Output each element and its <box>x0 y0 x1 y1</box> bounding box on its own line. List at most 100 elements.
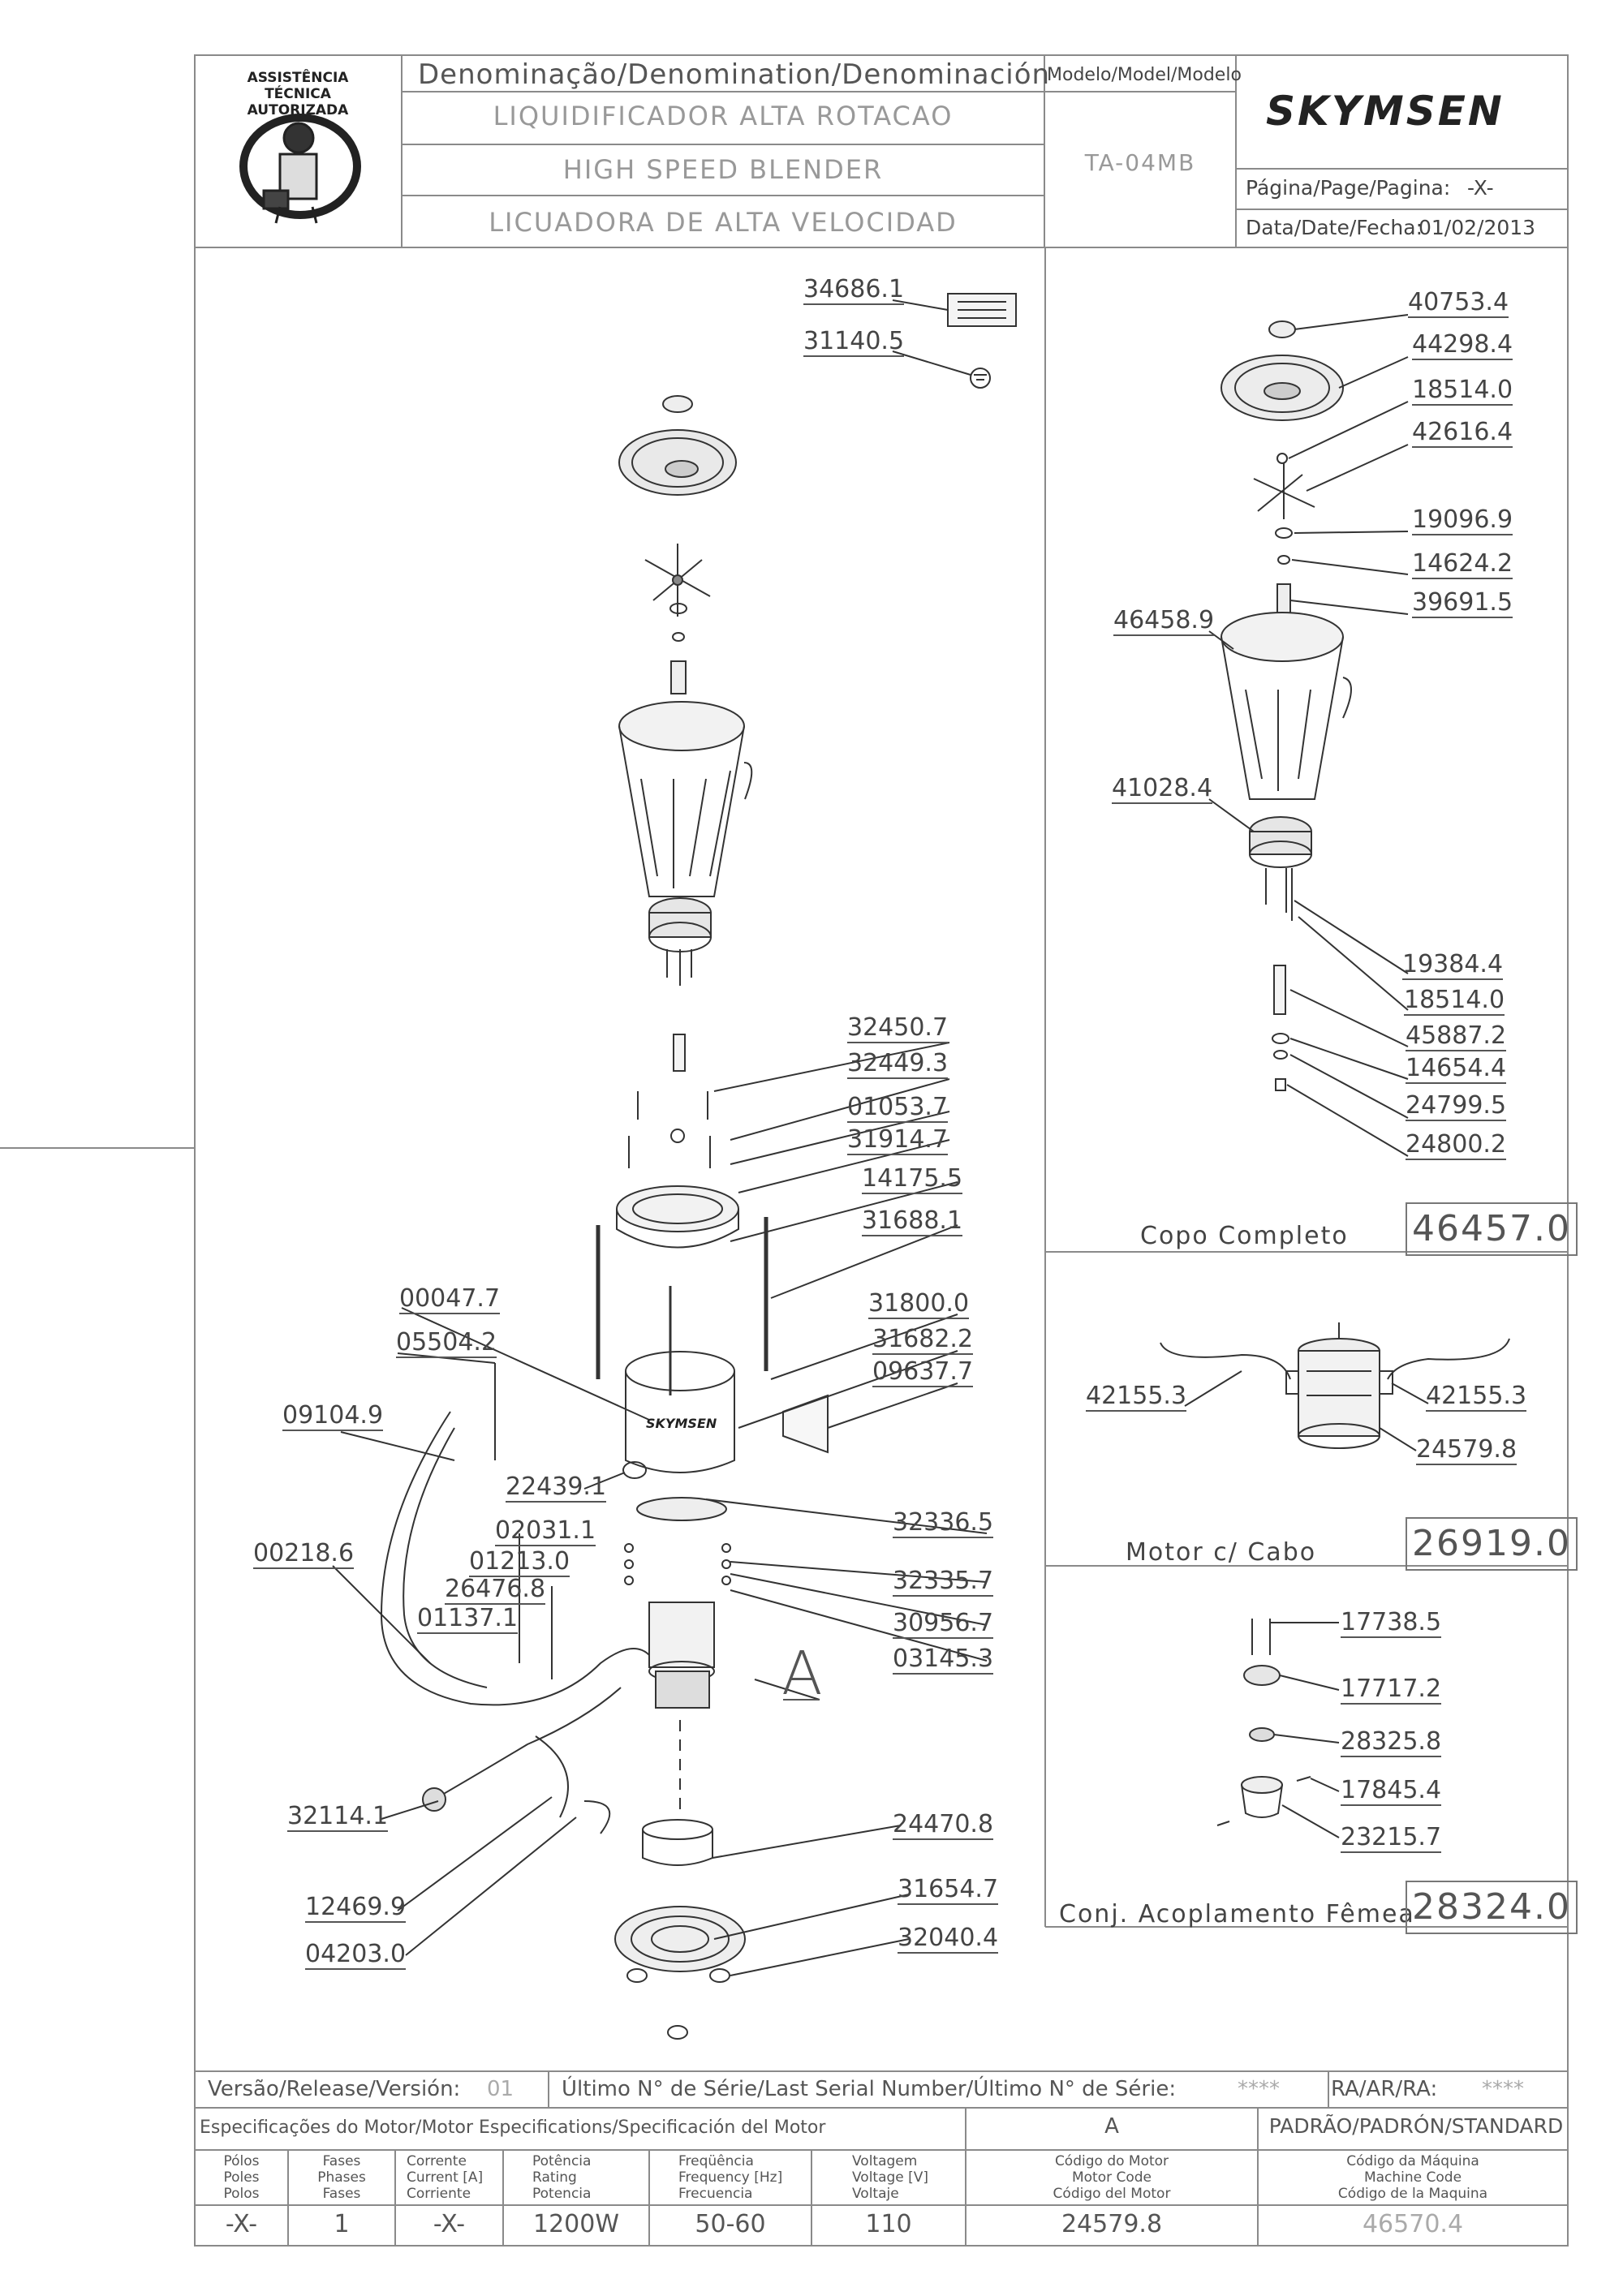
assembly-code: 28324.0 <box>1406 1881 1578 1934</box>
motor-code-value: 24579.8 <box>1061 2210 1163 2238</box>
header-line: Machine Code <box>1363 2169 1462 2186</box>
header-line: Polos <box>223 2186 260 2202</box>
header-line: Fases <box>322 2153 361 2169</box>
part-label: 09104.9 <box>282 1401 384 1431</box>
model-label: Modelo/Model/Modelo <box>1047 65 1242 85</box>
part-label: 02031.1 <box>495 1516 596 1546</box>
part-label: 32336.5 <box>893 1508 994 1538</box>
header-line: Voltage [V] <box>852 2169 929 2186</box>
part-label: 31800.0 <box>868 1289 970 1319</box>
header-line: Potência <box>532 2153 592 2169</box>
machine-code-value: 46570.4 <box>1362 2210 1464 2238</box>
col-current-header: Corrente Current [A] Corriente <box>395 2153 514 2202</box>
current-value: -X- <box>433 2210 466 2238</box>
header-line: Voltagem <box>852 2153 918 2169</box>
part-label: 23215.7 <box>1341 1823 1442 1853</box>
poles-value: -X- <box>225 2210 258 2238</box>
part-label: 39691.5 <box>1412 588 1513 618</box>
version-value: 01 <box>487 2077 514 2101</box>
header-line: Código del Motor <box>1053 2186 1171 2202</box>
part-label: 40753.4 <box>1408 288 1509 318</box>
phases-value: 1 <box>334 2210 350 2238</box>
part-label: 09637.7 <box>872 1357 974 1387</box>
part-label: 46458.9 <box>1113 606 1215 636</box>
header-line: Código da Máquina <box>1346 2153 1479 2169</box>
part-label: 00218.6 <box>253 1539 355 1569</box>
header-line: Voltaje <box>852 2186 899 2202</box>
header-line: Freqüência <box>678 2153 754 2169</box>
part-label: 03145.3 <box>893 1645 994 1675</box>
part-label: 12469.9 <box>305 1893 407 1923</box>
part-label: 24799.5 <box>1406 1091 1507 1121</box>
page-value: -X- <box>1467 176 1494 200</box>
header-line: Potencia <box>532 2186 592 2202</box>
power-value: 1200W <box>532 2210 619 2238</box>
model-value: TA-04MB <box>1084 149 1196 176</box>
header-line: Frecuencia <box>678 2186 753 2202</box>
header-line: Current [A] <box>407 2169 484 2186</box>
part-label: 42616.4 <box>1412 418 1513 448</box>
col-motor-code-header: Código do Motor Motor Code Código del Mo… <box>966 2153 1258 2202</box>
part-label: 24470.8 <box>893 1810 994 1840</box>
part-label: 19096.9 <box>1412 505 1513 535</box>
part-label: 42155.3 <box>1426 1382 1527 1412</box>
header-line: Poles <box>223 2169 260 2186</box>
standard-label: PADRÃO/PADRÓN/STANDARD <box>1268 2114 1564 2138</box>
date-value: 01/02/2013 <box>1419 216 1536 239</box>
part-label: 42155.3 <box>1086 1382 1187 1412</box>
part-label: 22439.1 <box>506 1473 607 1503</box>
part-label: 44298.4 <box>1412 330 1513 360</box>
part-label: 17738.5 <box>1341 1608 1442 1638</box>
part-label: 14624.2 <box>1412 549 1513 579</box>
part-label: 45887.2 <box>1406 1021 1507 1051</box>
header-line: Rating <box>532 2169 577 2186</box>
part-label: 18514.0 <box>1412 376 1513 406</box>
assembly-title: Copo Completo <box>1140 1222 1349 1250</box>
part-label: 31140.5 <box>803 327 905 357</box>
part-label: 41028.4 <box>1112 774 1213 804</box>
part-label: 17717.2 <box>1341 1675 1442 1705</box>
header-line: Motor Code <box>1071 2169 1152 2186</box>
header-line: Corrente <box>407 2153 467 2169</box>
part-label: 04203.0 <box>305 1940 407 1970</box>
part-label: 05504.2 <box>396 1328 497 1358</box>
header-line: Frequency [Hz] <box>678 2169 783 2186</box>
ra-label: RA/AR/RA: <box>1331 2077 1438 2101</box>
part-label: 01137.1 <box>417 1604 519 1634</box>
ra-value: **** <box>1482 2077 1524 2101</box>
header-line: Código do Motor <box>1054 2153 1169 2169</box>
brand-logo: SKYMSEN <box>1266 88 1505 135</box>
variant-label: A <box>1104 2114 1119 2139</box>
part-label: 24800.2 <box>1406 1130 1507 1160</box>
part-label: 28325.8 <box>1341 1727 1442 1757</box>
frequency-value: 50-60 <box>695 2210 766 2238</box>
assembly-title: Conj. Acoplamento Fêmea <box>1059 1900 1415 1928</box>
part-label: 34686.1 <box>803 275 905 305</box>
part-label: 32040.4 <box>898 1924 999 1954</box>
col-voltage-header: Voltagem Voltage [V] Voltaje <box>828 2153 990 2202</box>
col-poles-header: Pólos Poles Polos <box>195 2153 288 2202</box>
header-line: Corriente <box>407 2186 471 2202</box>
assembly-code: 46457.0 <box>1406 1202 1578 1256</box>
serial-value: **** <box>1238 2077 1280 2101</box>
part-label: 32114.1 <box>287 1802 389 1832</box>
col-phases-header: Fases Phases Fases <box>288 2153 395 2202</box>
date-label: Data/Date/Fecha: <box>1246 216 1423 239</box>
header-line: Fases <box>322 2186 361 2202</box>
part-label: 32449.3 <box>847 1049 949 1079</box>
header-line: Phases <box>317 2169 366 2186</box>
version-label: Versão/Release/Versión: <box>208 2077 461 2101</box>
part-label: 14654.4 <box>1406 1054 1507 1084</box>
assembly-code: 26919.0 <box>1406 1517 1578 1571</box>
part-label: 31914.7 <box>847 1125 949 1155</box>
part-label: 19384.4 <box>1402 950 1504 980</box>
product-name-es: LICUADORA DE ALTA VELOCIDAD <box>489 207 958 238</box>
part-label: 00047.7 <box>399 1284 501 1314</box>
part-label: 31682.2 <box>872 1325 974 1355</box>
header-line: Pólos <box>223 2153 260 2169</box>
part-label: 24579.8 <box>1416 1435 1518 1465</box>
product-name-pt: LIQUIDIFICADOR ALTA ROTACAO <box>493 101 954 131</box>
motor-spec-label: Especificações do Motor/Motor Especifica… <box>200 2118 826 2138</box>
part-label: 01213.0 <box>469 1547 570 1577</box>
assembly-title: Motor c/ Cabo <box>1126 1538 1317 1567</box>
